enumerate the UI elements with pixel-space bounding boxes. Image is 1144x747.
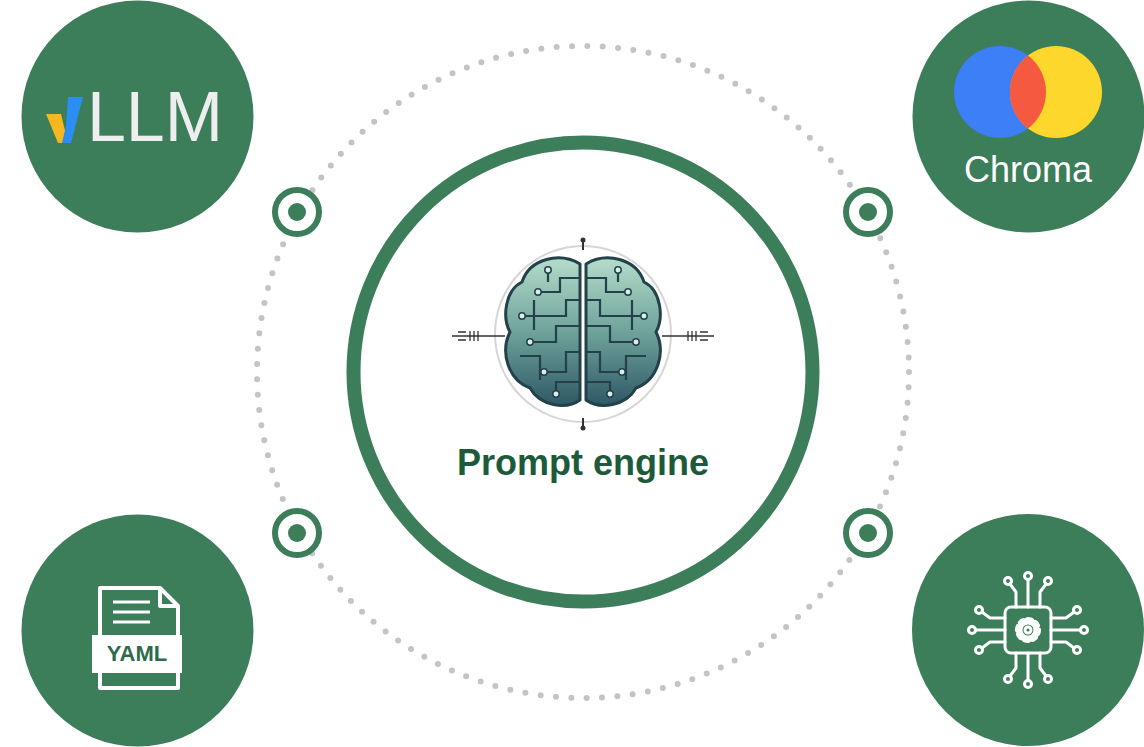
pin-end bbox=[1045, 676, 1052, 683]
marker-dot bbox=[859, 203, 877, 221]
brain-axis bbox=[582, 240, 584, 428]
chroma-overlap bbox=[1010, 56, 1046, 129]
pin-end bbox=[1045, 578, 1052, 585]
chroma-logo-text: Chroma bbox=[964, 149, 1092, 190]
file-lines bbox=[113, 602, 150, 622]
orbit-marker bbox=[275, 190, 319, 234]
yaml-file-icon bbox=[92, 588, 182, 688]
tool-circle-outline bbox=[21, 514, 254, 747]
gear-teeth bbox=[1018, 620, 1038, 640]
engine-circle: Prompt engine bbox=[346, 135, 820, 609]
pin-end bbox=[1025, 681, 1032, 688]
engine-circle-outline bbox=[346, 135, 820, 609]
chroma-yellow bbox=[1010, 46, 1102, 138]
vllm-mark-blue bbox=[62, 97, 83, 143]
pin-end bbox=[1005, 676, 1012, 683]
chroma-blue bbox=[954, 46, 1046, 138]
chip-icon bbox=[969, 573, 1088, 688]
chip-pins-bottom bbox=[1010, 653, 1046, 680]
brain-halo bbox=[495, 246, 671, 422]
pin-end bbox=[969, 627, 976, 634]
marker-dot bbox=[288, 203, 306, 221]
file-label-band bbox=[92, 635, 182, 673]
file-type-label: YAML bbox=[107, 641, 167, 666]
chip-body bbox=[1005, 607, 1051, 653]
engine-title: Prompt engine bbox=[457, 442, 709, 483]
orbit-marker bbox=[275, 511, 319, 555]
pin-end bbox=[1081, 627, 1088, 634]
pin-end bbox=[1074, 647, 1081, 654]
chip-circle bbox=[912, 514, 1144, 746]
vllm-mark bbox=[46, 97, 83, 143]
file-fold bbox=[160, 588, 178, 606]
gear-ring bbox=[1021, 623, 1035, 637]
wire-ticks bbox=[458, 331, 708, 341]
axis-dot bbox=[581, 238, 586, 243]
marker-dot bbox=[288, 524, 306, 542]
axis-dot bbox=[581, 426, 586, 431]
engine-circle-fill bbox=[354, 143, 813, 602]
chip-pins-top bbox=[1010, 580, 1046, 607]
pin-end bbox=[1005, 578, 1012, 585]
chip-pins-left bbox=[976, 612, 1005, 648]
tool-circle-fill bbox=[22, 1, 254, 233]
dotted-orbit bbox=[257, 46, 909, 698]
brain-hemisphere bbox=[506, 258, 580, 405]
chroma-logo bbox=[954, 46, 1102, 138]
chip-pins-right bbox=[1051, 612, 1080, 648]
tool-circle-fill bbox=[913, 1, 1144, 233]
pin-end bbox=[1074, 607, 1081, 614]
pin-end bbox=[1025, 573, 1032, 580]
marker-dot bbox=[859, 524, 877, 542]
brain-icon bbox=[452, 238, 714, 431]
pin-end bbox=[976, 607, 983, 614]
gear-hub bbox=[1025, 627, 1031, 633]
pin-end bbox=[976, 647, 983, 654]
brain-wires bbox=[452, 335, 714, 337]
chroma-overlap bbox=[1010, 56, 1028, 129]
vllm-logo-text: LLM bbox=[87, 77, 223, 158]
orbit-marker bbox=[846, 511, 890, 555]
tool-circle: YAML bbox=[21, 514, 254, 747]
brain-hemisphere bbox=[586, 258, 660, 405]
tool-circle-fill bbox=[22, 515, 254, 747]
orbit-marker bbox=[846, 190, 890, 234]
